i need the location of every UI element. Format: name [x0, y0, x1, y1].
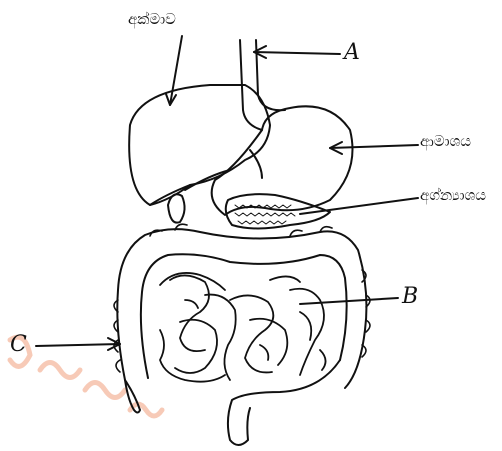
- large-intestine: [117, 229, 366, 388]
- b-pointer: [300, 298, 398, 304]
- label-c: C: [10, 332, 27, 357]
- rectum: [228, 360, 340, 445]
- gall-bladder: [168, 194, 185, 222]
- pancreas-label: අග්න්‍යාශය: [420, 186, 486, 204]
- liver-label: අක්මාව: [128, 10, 176, 28]
- stomach-pointer: [330, 145, 418, 148]
- label-a: A: [344, 40, 360, 65]
- label-b: B: [402, 284, 418, 309]
- stomach-label: ආමාශය: [420, 132, 471, 150]
- small-intestine: [160, 273, 326, 382]
- c-pointer: [36, 344, 120, 346]
- a-pointer: [254, 52, 340, 54]
- liver: [129, 85, 270, 205]
- appendix: [125, 380, 140, 413]
